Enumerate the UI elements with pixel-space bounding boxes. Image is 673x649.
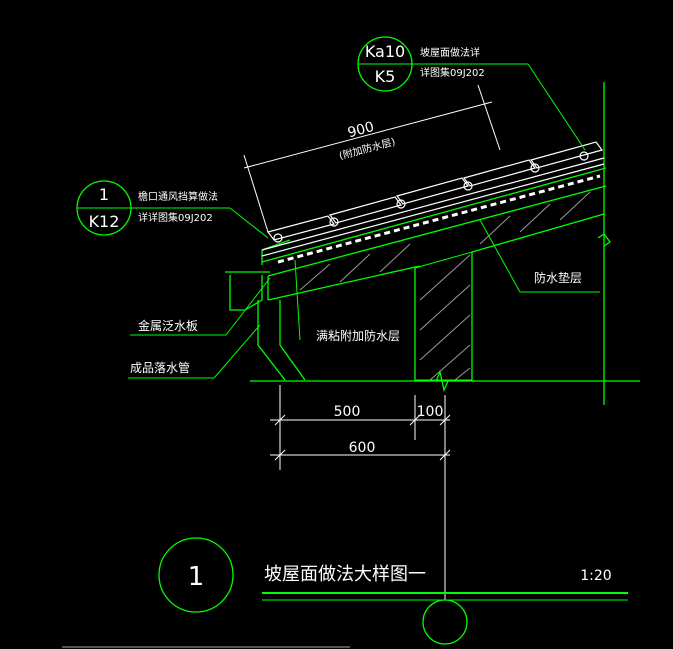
detail-ref-top: Ka10 K5 坡屋面做法详 详图集09J202 bbox=[357, 36, 485, 92]
ref-top-sheet: K5 bbox=[375, 67, 396, 86]
ref-top-number: Ka10 bbox=[365, 42, 405, 61]
dim-600: 600 bbox=[349, 440, 376, 456]
title-number: 1 bbox=[188, 562, 205, 592]
dim-500: 500 bbox=[334, 404, 361, 420]
roof-tiles bbox=[261, 141, 605, 257]
ref-top-note-1: 坡屋面做法详 bbox=[420, 46, 480, 59]
axis-bubble bbox=[422, 599, 468, 645]
ref-top-note-2: 详图集09J202 bbox=[420, 66, 485, 79]
ref-left-note-1: 檐口通风挡算做法 bbox=[138, 190, 218, 203]
title-text: 坡屋面做法大样图一 bbox=[264, 564, 426, 585]
title-block: 1 坡屋面做法大样图一 1:20 bbox=[158, 537, 628, 645]
dimension-lines bbox=[243, 84, 501, 600]
dim-slope-900: 900 bbox=[346, 119, 376, 141]
label-extra-waterproof: 满粘附加防水层 bbox=[316, 328, 400, 343]
ref-left-sheet: K12 bbox=[89, 212, 120, 231]
dim-slope-note: (附加防水层) bbox=[337, 135, 396, 163]
ref-left-number: 1 bbox=[99, 185, 109, 204]
leader-lines bbox=[122, 63, 600, 379]
waterproof-layer bbox=[277, 174, 601, 264]
concrete-hatch bbox=[299, 191, 591, 381]
ref-left-note-2: 详详图集09J202 bbox=[138, 211, 213, 224]
detail-ref-left: 1 K12 檐口通风挡算做法 详详图集09J202 bbox=[76, 180, 218, 236]
label-underlayment: 防水垫层 bbox=[534, 270, 582, 285]
title-scale: 1:20 bbox=[580, 568, 611, 584]
label-flashing: 金属泛水板 bbox=[138, 318, 198, 333]
label-downpipe: 成品落水管 bbox=[130, 360, 190, 375]
dim-100: 100 bbox=[417, 404, 444, 420]
